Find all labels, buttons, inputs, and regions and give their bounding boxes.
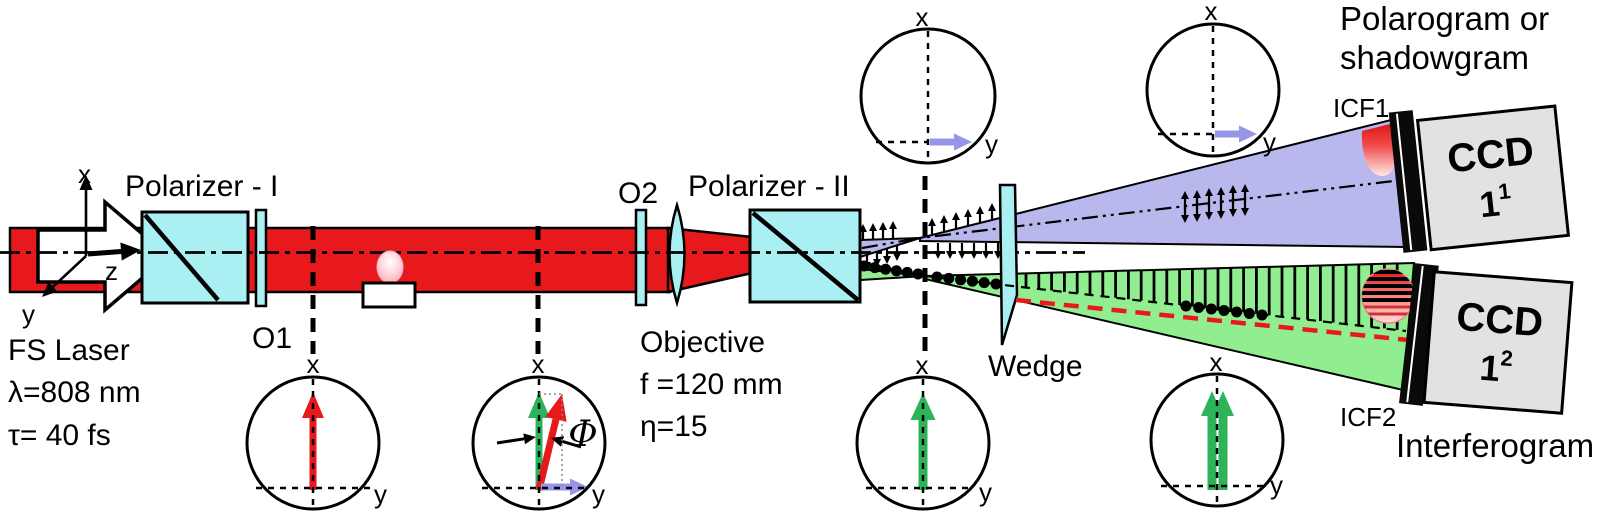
axis-z-label: z [105, 256, 118, 286]
circle2-x-label: x [532, 349, 545, 379]
polarizer-1-diagonal [143, 213, 220, 302]
ccd1-body [1415, 104, 1571, 252]
icf2-strip [1399, 263, 1439, 406]
objective-lens [668, 200, 686, 308]
axis-x-label: x [78, 159, 91, 189]
laser-pulse-label: τ= 40 fs [8, 419, 111, 452]
circle1-y-label: y [374, 479, 387, 509]
polarization-circle-object-plane-2: x y Φ [471, 349, 607, 511]
circle5-x-label: x [1205, 0, 1218, 26]
input-beam-arrow-icon [36, 198, 171, 314]
polarization-circle-interferogram-near: x y [855, 350, 992, 511]
polarizer-1-label: Polarizer - I [125, 170, 278, 203]
shadowgram-axis [861, 178, 1403, 250]
polarizer-2-label: Polarizer - II [688, 170, 850, 203]
phi-angle-label: Φ [568, 414, 598, 455]
icf1-strip [1388, 110, 1428, 253]
polarization-circle-shadowgram-far: x y [1145, 0, 1281, 158]
axis-y-label: y [22, 299, 35, 329]
circle3-y-label: y [985, 129, 998, 159]
ccd2-label: CCD [1455, 295, 1545, 346]
ccd2-body [1422, 270, 1574, 415]
ccd2-camera: CCD 12 [1422, 270, 1574, 415]
o1-plate [254, 208, 268, 308]
circle1-x-label: x [307, 349, 320, 379]
circle3-x-label: x [916, 2, 929, 32]
objective-magnification-label: η=15 [640, 410, 708, 443]
wedge-label: Wedge [988, 350, 1083, 383]
laser-name-label: FS Laser [8, 334, 130, 367]
o2-plate [634, 208, 648, 307]
ccd1-number: 11 [1477, 178, 1514, 225]
icf2-label: ICF2 [1340, 402, 1396, 432]
reference-beam-dashed-line [1015, 297, 1409, 343]
circle6-y-label: y [1270, 470, 1283, 500]
split-beams [859, 116, 1416, 392]
circle4-x-label: x [916, 350, 929, 380]
planes [310, 176, 928, 356]
o2-label: O2 [618, 177, 658, 210]
objective-label: Objective [640, 326, 765, 359]
text-labels: Polarizer - I Polarizer - II O1 O2 FS La… [8, 0, 1594, 464]
o1-label: O1 [252, 322, 292, 355]
icf1-label: ICF1 [1333, 93, 1389, 123]
circle6-x-label: x [1210, 347, 1223, 377]
polarization-circle-shadowgram-near: x y [859, 2, 998, 165]
ccd2-number: 12 [1478, 344, 1514, 390]
circle2-y-label: y [592, 479, 605, 509]
polarogram-label-line2: shadowgram [1340, 39, 1529, 76]
ccd1-camera: CCD 11 [1415, 104, 1571, 252]
plasma-blob [376, 250, 404, 284]
circle5-y-label: y [1263, 127, 1276, 157]
optics [140, 200, 862, 308]
wedge-prism [998, 183, 1019, 346]
interferogram-label: Interferogram [1396, 427, 1594, 464]
coordinate-axes [42, 175, 141, 297]
circle4-y-label: y [979, 477, 992, 507]
target-holder [361, 281, 417, 309]
laser-wavelength-label: λ=808 nm [8, 376, 141, 409]
polarizer-1-cube [140, 210, 250, 305]
polarization-circle-interferogram-far: x y [1149, 347, 1285, 508]
polarizer-2-diagonal [751, 211, 860, 302]
objective-focal-label: f =120 mm [640, 368, 783, 401]
ccd1-label: CCD [1445, 129, 1536, 182]
polarization-circle-object-plane-1: x y [245, 349, 387, 511]
polarogram-label-line1: Polarogram or [1340, 0, 1549, 37]
